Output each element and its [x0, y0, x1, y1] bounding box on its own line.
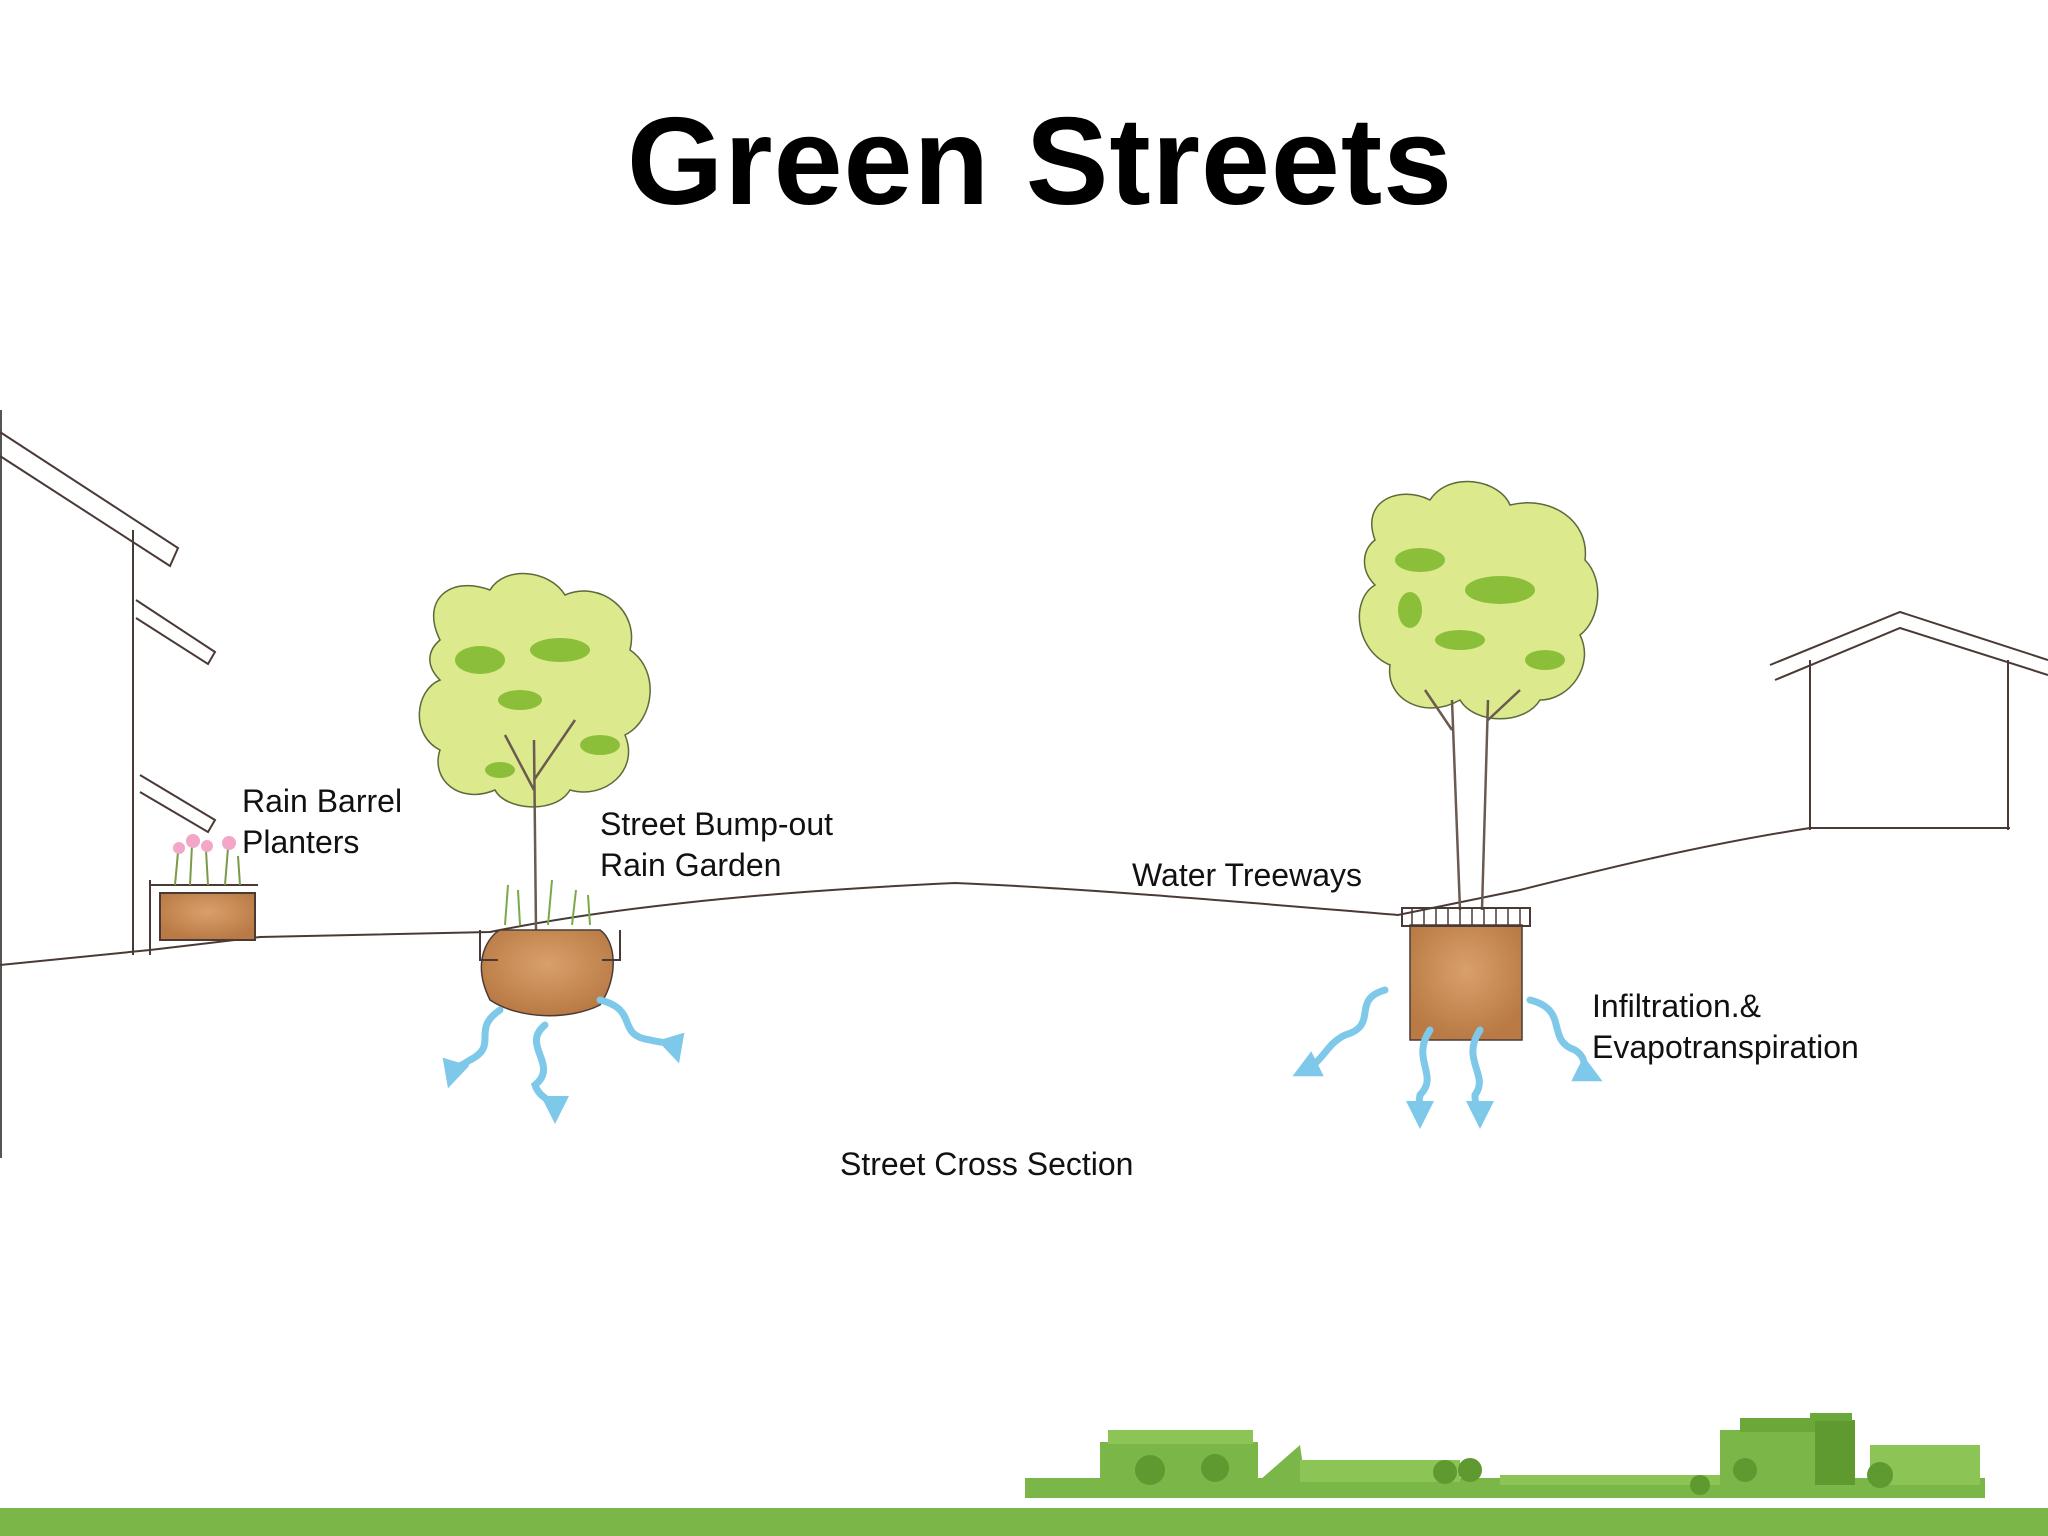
label-line: Evapotranspiration: [1592, 1029, 1859, 1065]
ground-line: [0, 827, 2010, 966]
left-house-sketch: [0, 431, 217, 955]
bumpout-tree: [418, 572, 651, 1017]
label-line: Street Bump-out: [600, 806, 833, 842]
label-line: Planters: [242, 824, 360, 860]
green-skyline-banner: [0, 1413, 2048, 1536]
rain-barrel-planters-label: Rain Barrel Planters: [242, 781, 402, 863]
label-line: Rain Barrel: [242, 783, 403, 819]
water-treeways-label: Water Treeways: [1132, 857, 1362, 893]
treeway-tree: [1358, 480, 1599, 1041]
infiltration-arrows: [442, 986, 1603, 1129]
bumpout-rain-garden-label: Street Bump-out Rain Garden: [600, 804, 833, 886]
infiltration-label: Infiltration.& Evapotranspiration: [1592, 986, 1859, 1068]
label-line: Infiltration.&: [1592, 988, 1761, 1024]
street-cross-section-caption: Street Cross Section: [840, 1146, 1134, 1182]
rain-barrel-planter: [150, 834, 258, 941]
slide-title: Green Streets: [626, 93, 1454, 231]
right-house-sketch: [1769, 610, 2048, 830]
label-line: Rain Garden: [600, 847, 782, 883]
